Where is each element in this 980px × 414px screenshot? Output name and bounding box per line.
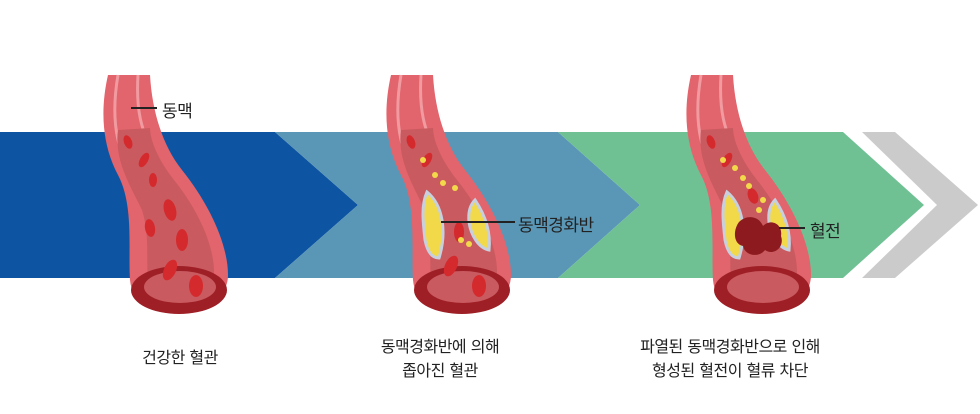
vessel-cut-lumen — [427, 271, 499, 303]
vessel-lumen — [700, 128, 797, 301]
red-blood-cells — [123, 135, 203, 297]
vessel-cut-lumen — [727, 271, 799, 303]
red-blood-cells — [406, 135, 486, 297]
plaque-label: 동맥경화반 — [518, 216, 594, 236]
plaque-left — [421, 189, 445, 260]
progression-band — [0, 132, 978, 278]
caption-line: 좁아진 혈관 — [402, 361, 478, 380]
thrombus-mass — [734, 217, 782, 255]
vessel-lumen — [400, 128, 497, 301]
caption-line: 형성된 혈전이 혈류 차단 — [652, 361, 808, 380]
vessel-cut-lumen — [144, 271, 216, 303]
narrowed-vessel-illustration — [386, 74, 515, 314]
red-blood-cells — [706, 135, 759, 204]
stage-3-caption: 파열된 동맥경화반으로 인해 형성된 혈전이 혈류 차단 — [600, 335, 860, 383]
plaque-right — [467, 197, 491, 252]
stage-1-caption: 건강한 혈관 — [60, 346, 300, 370]
artery-label: 동맥 — [162, 102, 193, 122]
lipid-particles — [420, 157, 472, 247]
thrombus-label: 혈전 — [810, 222, 841, 242]
arrow-end-chevron — [862, 132, 978, 278]
stage-2-caption: 동맥경화반에 의해 좁아진 혈관 — [320, 335, 560, 383]
caption-line: 동맥경화반에 의해 — [380, 337, 500, 356]
caption-line: 건강한 혈관 — [142, 348, 218, 367]
healthy-vessel-illustration — [103, 74, 228, 314]
blocked-vessel-illustration — [686, 74, 811, 314]
lipid-particles — [720, 157, 766, 213]
caption-line: 파열된 동맥경화반으로 인해 — [640, 337, 820, 356]
